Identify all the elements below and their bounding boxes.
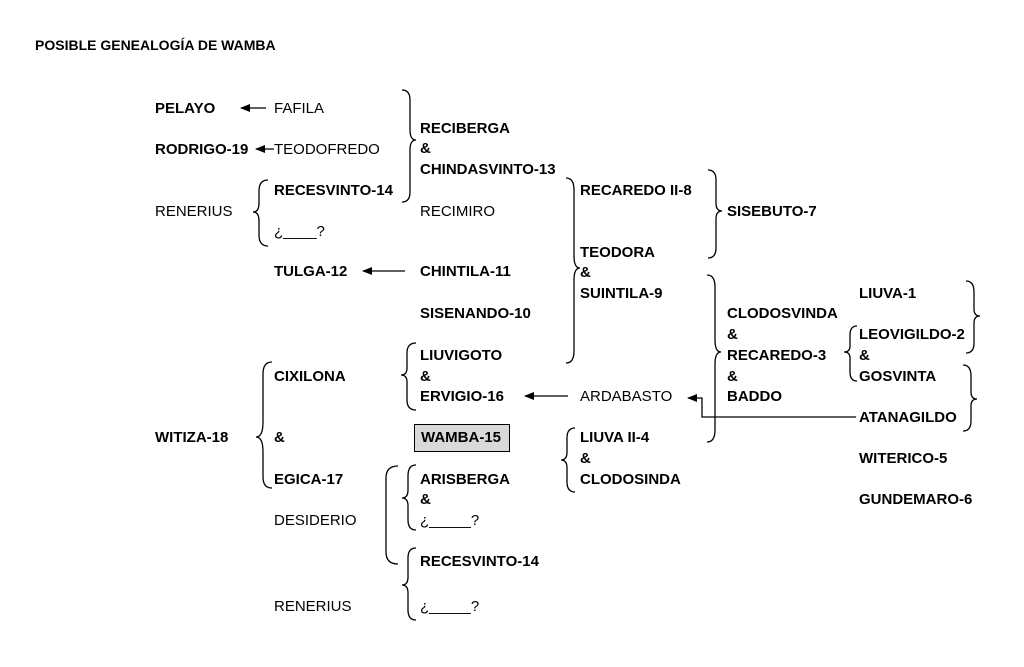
person-ervigio: ERVIGIO-16 bbox=[420, 388, 504, 405]
connector-and: & bbox=[420, 140, 431, 157]
connector-and: & bbox=[859, 347, 870, 364]
person-reciberga: RECIBERGA bbox=[420, 120, 511, 137]
brace-leovigildo-gosvinta bbox=[843, 325, 858, 382]
person-rodrigo: RODRIGO-19 bbox=[155, 141, 249, 158]
person-renerius-bottom: RENERIUS bbox=[274, 598, 352, 615]
brace-desiderio bbox=[385, 465, 399, 565]
brace-liuva1-leovigildo bbox=[965, 280, 981, 354]
person-sisebuto: SISEBUTO-7 bbox=[727, 203, 817, 220]
connector-and: & bbox=[580, 264, 591, 281]
person-chintila: CHINTILA-11 bbox=[420, 263, 511, 280]
brace-chindasvinto-line bbox=[565, 177, 581, 364]
person-gosvinta: GOSVINTA bbox=[859, 368, 937, 385]
person-witerico: WITERICO-5 bbox=[859, 450, 948, 467]
person-baddo: BADDO bbox=[727, 388, 782, 405]
person-recaredo-3: RECAREDO-3 bbox=[727, 347, 827, 364]
person-liuvigoto: LIUVIGOTO bbox=[420, 347, 503, 364]
person-clodosinda: CLODOSINDA bbox=[580, 471, 681, 488]
person-clodosvinda: CLODOSVINDA bbox=[727, 305, 838, 322]
person-recaredo-ii: RECAREDO II-8 bbox=[580, 182, 692, 199]
person-recimiro: RECIMIRO bbox=[420, 203, 495, 220]
connector-and: & bbox=[420, 368, 431, 385]
person-teodora: TEODORA bbox=[580, 244, 655, 261]
person-recesvinto-bottom: RECESVINTO-14 bbox=[420, 553, 539, 570]
connector-and: & bbox=[420, 491, 431, 508]
person-wamba-highlighted: WAMBA-15 bbox=[414, 424, 511, 452]
person-egica: EGICA-17 bbox=[274, 471, 344, 488]
brace-renerius-children bbox=[252, 179, 269, 247]
connector-and: & bbox=[580, 450, 591, 467]
person-suintila: SUINTILA-9 bbox=[580, 285, 663, 302]
person-arisberga: ARISBERGA bbox=[420, 471, 511, 488]
person-pelayo: PELAYO bbox=[155, 100, 216, 117]
person-atanagildo: ATANAGILDO bbox=[859, 409, 957, 426]
person-unknown-3: ¿_____? bbox=[420, 598, 480, 615]
person-unknown-2: ¿_____? bbox=[420, 512, 480, 529]
brace-liuvigoto-ervigio bbox=[400, 342, 417, 411]
person-chindasvinto: CHINDASVINTO-13 bbox=[420, 161, 556, 178]
person-leovigildo: LEOVIGILDO-2 bbox=[859, 326, 965, 343]
brace-clodosvinda-line bbox=[706, 274, 722, 443]
person-desiderio: DESIDERIO bbox=[274, 512, 357, 529]
brace-witiza-parents bbox=[255, 361, 273, 489]
connector-and: & bbox=[274, 429, 285, 446]
brace-recesvinto-bottom bbox=[401, 547, 417, 621]
person-gundemaro: GUNDEMARO-6 bbox=[859, 491, 973, 508]
page-title: POSIBLE GENEALOGÍA DE WAMBA bbox=[35, 37, 276, 53]
arrow-atanagildo-to-ardabasto bbox=[687, 394, 856, 418]
person-fafila: FAFILA bbox=[274, 100, 325, 117]
brace-reciberga-parents bbox=[401, 89, 417, 203]
person-unknown-1: ¿____? bbox=[274, 223, 325, 240]
person-teodofredo: TEODOFREDO bbox=[274, 141, 380, 158]
person-witiza: WITIZA-18 bbox=[155, 429, 229, 446]
person-cixilona: CIXILONA bbox=[274, 368, 346, 385]
person-sisenando: SISENANDO-10 bbox=[420, 305, 531, 322]
person-tulga: TULGA-12 bbox=[274, 263, 348, 280]
person-ardabasto: ARDABASTO bbox=[580, 388, 673, 405]
brace-arisberga bbox=[401, 464, 417, 531]
person-liuva-ii: LIUVA II-4 bbox=[580, 429, 650, 446]
person-renerius-top: RENERIUS bbox=[155, 203, 233, 220]
connector-and: & bbox=[727, 368, 738, 385]
brace-liuva-clodosinda bbox=[560, 427, 576, 493]
person-recesvinto-top: RECESVINTO-14 bbox=[274, 182, 393, 199]
brace-gosvinta-atanagildo bbox=[962, 364, 978, 432]
connector-and: & bbox=[727, 326, 738, 343]
person-liuva-1: LIUVA-1 bbox=[859, 285, 917, 302]
brace-sisebuto bbox=[707, 169, 723, 259]
